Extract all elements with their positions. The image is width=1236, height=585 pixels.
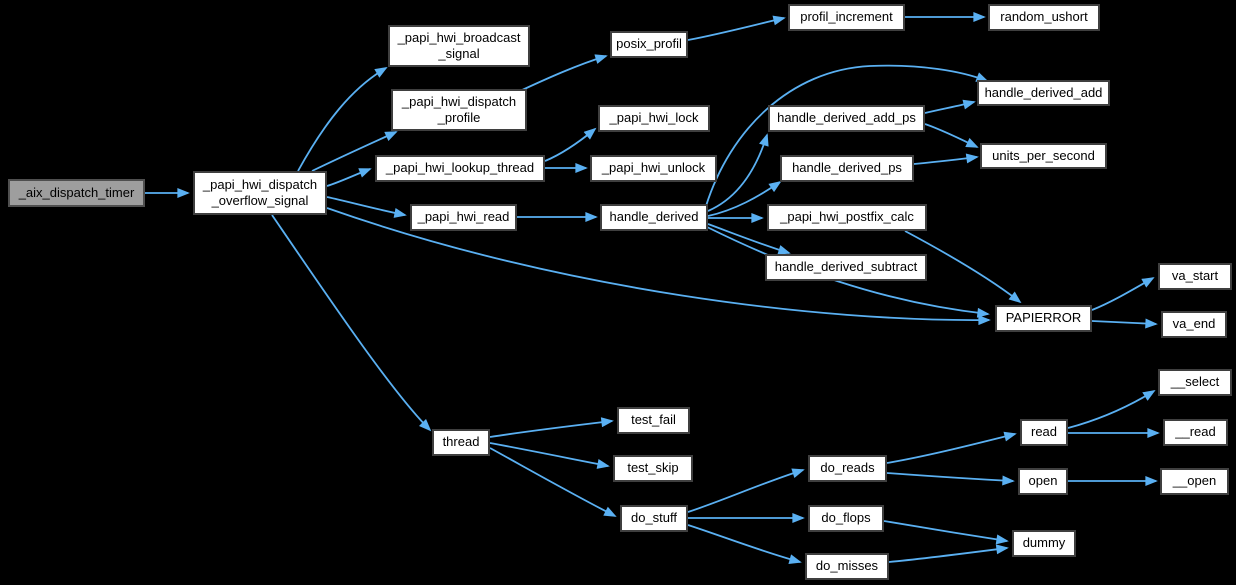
- edge-hd->hdaps: [707, 133, 769, 212]
- edge-pfc->papierror: [904, 230, 1022, 304]
- edge-pprof->pinc: [687, 15, 786, 41]
- edge-dstuff->dmiss: [687, 524, 802, 565]
- node-dos[interactable]: _papi_hwi_dispatch _overflow_signal: [193, 171, 327, 215]
- edge-dos->lthr: [326, 168, 372, 187]
- node-lthr[interactable]: _papi_hwi_lookup_thread: [375, 155, 545, 182]
- node-hds[interactable]: handle_derived_subtract: [765, 254, 927, 281]
- node-dstuff[interactable]: do_stuff: [620, 505, 688, 532]
- node-tfail[interactable]: test_fail: [617, 407, 690, 434]
- node-op[interactable]: __open: [1160, 468, 1229, 495]
- node-rd[interactable]: __read: [1163, 419, 1228, 446]
- node-pinc[interactable]: profil_increment: [788, 4, 905, 31]
- node-vastart[interactable]: va_start: [1158, 263, 1232, 290]
- node-pprof[interactable]: posix_profil: [610, 31, 688, 58]
- node-rush[interactable]: random_ushort: [988, 4, 1100, 31]
- node-dprof[interactable]: _papi_hwi_dispatch _profile: [391, 89, 527, 131]
- node-aix[interactable]: _aix_dispatch_timer: [8, 179, 145, 207]
- node-dreads[interactable]: do_reads: [808, 455, 887, 482]
- node-read2[interactable]: read: [1020, 419, 1068, 446]
- edge-thread->tskip: [489, 442, 610, 469]
- node-dummy[interactable]: dummy: [1012, 530, 1076, 557]
- edge-dos->papierror: [326, 207, 991, 326]
- node-hdaps[interactable]: handle_derived_add_ps: [768, 105, 925, 132]
- edge-thread->tfail: [489, 417, 614, 438]
- edge-hd->hdps: [707, 180, 782, 217]
- node-papierror[interactable]: PAPIERROR: [995, 305, 1092, 332]
- node-hdps[interactable]: handle_derived_ps: [780, 155, 914, 182]
- edge-hd->hda: [705, 64, 989, 207]
- node-dflops[interactable]: do_flops: [808, 505, 884, 532]
- edge-dstuff->dreads: [687, 468, 805, 513]
- node-tskip[interactable]: test_skip: [613, 455, 693, 482]
- edge-dmiss->dummy: [888, 544, 1009, 563]
- edge-papierror->vaend: [1091, 318, 1158, 329]
- node-vaend[interactable]: va_end: [1161, 311, 1227, 338]
- edge-dreads->open1: [886, 472, 1015, 486]
- edge-hdaps->ups: [924, 123, 979, 148]
- node-lock[interactable]: _papi_hwi_lock: [598, 105, 710, 132]
- node-dmiss[interactable]: do_misses: [805, 553, 889, 580]
- edge-hdaps->hda: [924, 99, 976, 114]
- edge-lthr->lock: [544, 127, 597, 162]
- node-hda[interactable]: handle_derived_add: [977, 80, 1110, 106]
- edge-dreads->read2: [886, 431, 1017, 464]
- node-pfc[interactable]: _papi_hwi_postfix_calc: [767, 204, 927, 231]
- node-hd[interactable]: handle_derived: [600, 204, 708, 231]
- edge-hd->papierror: [706, 226, 990, 318]
- edge-dprof->pprof: [519, 54, 608, 92]
- node-ups[interactable]: units_per_second: [980, 143, 1107, 169]
- edge-dos->read1: [326, 196, 407, 218]
- node-read1[interactable]: _papi_hwi_read: [410, 204, 517, 231]
- node-open1[interactable]: open: [1018, 468, 1068, 495]
- node-unlock[interactable]: _papi_hwi_unlock: [590, 155, 717, 182]
- edge-dos->bsig: [297, 67, 388, 172]
- edge-papierror->vastart: [1091, 277, 1155, 311]
- edge-dos->thread: [271, 214, 432, 432]
- node-bsig[interactable]: _papi_hwi_broadcast _signal: [388, 25, 530, 67]
- edge-dos->dprof: [311, 131, 398, 172]
- node-thread[interactable]: thread: [432, 429, 490, 456]
- node-sel[interactable]: __select: [1158, 369, 1232, 396]
- edge-read2->sel: [1067, 390, 1156, 429]
- edge-hdps->ups: [913, 153, 979, 165]
- edge-dflops->dummy: [883, 520, 1009, 545]
- edge-hd->hds: [707, 223, 791, 255]
- edge-thread->dstuff: [489, 447, 617, 517]
